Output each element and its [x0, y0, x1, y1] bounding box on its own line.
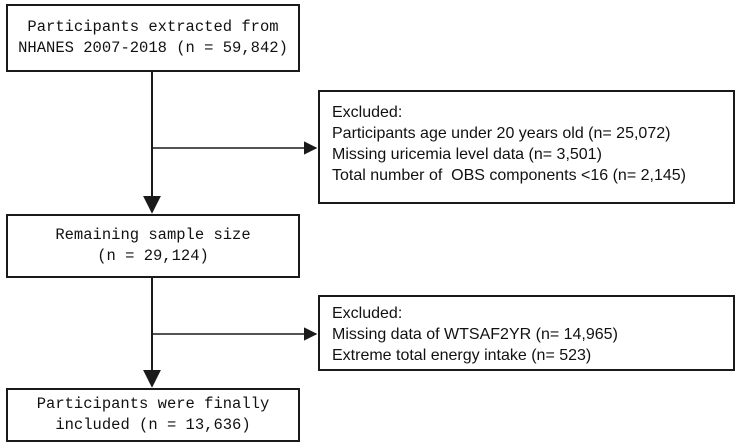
box-remaining-sample: Remaining sample size (n = 29,124): [6, 214, 300, 278]
box-excluded-2: Excluded: Missing data of WTSAF2YR (n= 1…: [318, 295, 735, 371]
box-excluded-2-heading: Excluded:: [332, 305, 403, 322]
box-participants-extracted-line-1: Participants extracted from: [27, 18, 279, 36]
box-participants-extracted: Participants extracted from NHANES 2007-…: [6, 4, 300, 72]
box-excluded-1-line-2: Missing uricemia level data (n= 3,501): [332, 146, 602, 163]
box-participants-included-line-2: included (n = 13,636): [55, 416, 251, 434]
box-excluded-1-line-3: Total number of OBS components <16 (n= 2…: [332, 167, 686, 184]
box-excluded-2-line-2: Extreme total energy intake (n= 523): [332, 347, 592, 364]
box-remaining-sample-line-2: (n = 29,124): [97, 247, 209, 265]
box-participants-included-line-1: Participants were finally: [36, 395, 270, 413]
box-excluded-2-line-1: Missing data of WTSAF2YR (n= 14,965): [332, 326, 618, 343]
box-remaining-sample-line-1: Remaining sample size: [55, 226, 251, 244]
box-excluded-1: Excluded: Participants age under 20 year…: [318, 90, 735, 204]
box-participants-included: Participants were finally included (n = …: [6, 388, 300, 442]
box-excluded-1-line-1: Participants age under 20 years old (n= …: [332, 125, 671, 142]
box-participants-extracted-line-2: NHANES 2007-2018 (n = 59,842): [18, 39, 288, 57]
box-excluded-1-heading: Excluded:: [332, 104, 403, 121]
